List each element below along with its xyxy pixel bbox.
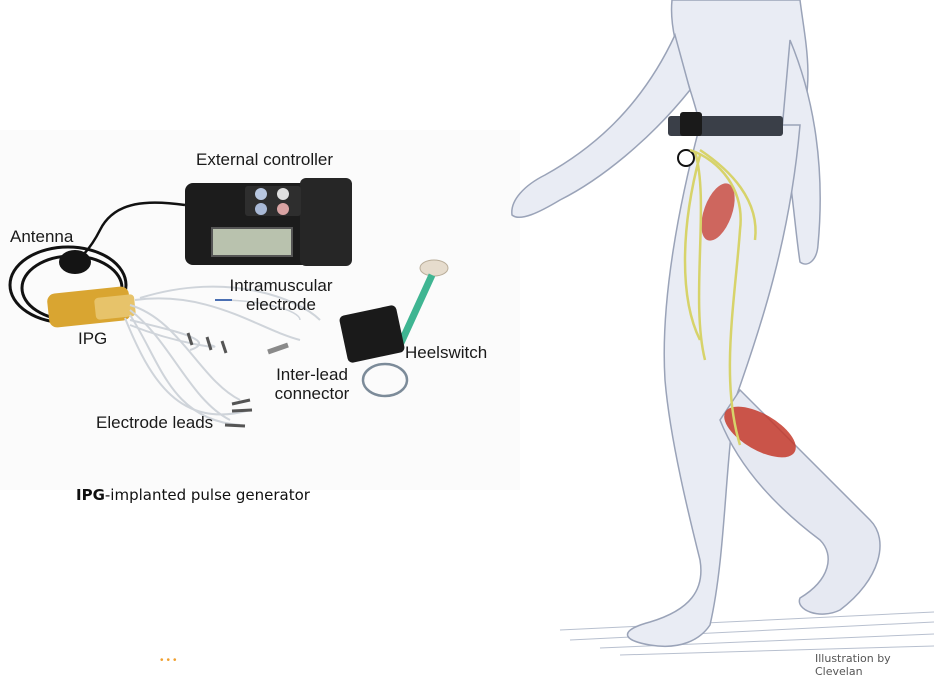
label-antenna: Antenna [10,227,73,246]
label-interlead-line1: Inter-lead [262,365,362,384]
label-inter-lead-connector: Inter-lead connector [262,365,362,403]
label-external-controller: External controller [196,150,333,169]
decorative-dots: ••• [160,655,180,666]
illustration-credit: Illustration by Clevelan [815,652,934,678]
label-intramuscular-line1: Intramuscular [219,276,343,295]
leg-illustration [512,0,934,655]
label-intramuscular-line2: electrode [219,295,343,314]
label-heelswitch: Heelswitch [405,343,487,362]
footnote-abbr: IPG [76,486,105,504]
label-electrode-leads: Electrode leads [96,413,213,432]
label-interlead-line2: connector [262,384,362,403]
label-ipg: IPG [78,329,107,348]
footnote: IPG-implanted pulse generator [76,486,310,504]
external-controller-device [185,178,352,266]
footnote-text: -implanted pulse generator [105,486,310,504]
label-intramuscular-electrode: Intramuscular electrode [219,276,343,314]
antenna-puck [59,250,91,274]
